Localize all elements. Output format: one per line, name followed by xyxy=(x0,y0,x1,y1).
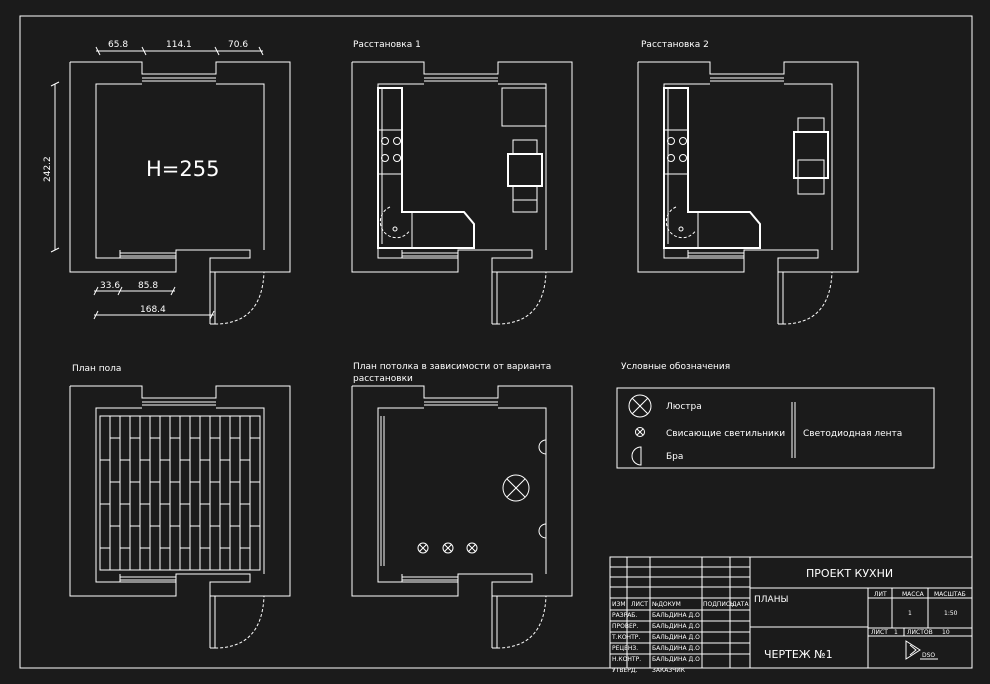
title-block: ИЗМ ЛИСТ №ДОКУМ ПОДПИСЬ ДАТА РАЗРАБ. БАЛЬ… xyxy=(609,556,973,674)
col-list: ЛИСТ xyxy=(631,601,648,608)
col-izm: ИЗМ xyxy=(612,601,626,608)
legend-box: Люстра Свисающие светильники Бра Светоди… xyxy=(616,387,935,469)
floor-plank-column xyxy=(119,415,131,571)
dim-side: 242.2 xyxy=(43,156,53,182)
lit-label: ЛИТ xyxy=(874,591,887,598)
floor-plank-column xyxy=(219,415,231,571)
dims-top: 65.8 114.1 70.6 xyxy=(95,40,264,56)
floor-plank-column xyxy=(239,415,251,571)
scale-value: 1:50 xyxy=(944,610,958,617)
floor-plank-column xyxy=(199,415,211,571)
scale-label: МАСШТАБ xyxy=(934,591,966,598)
title-role: Н.КОНТР. xyxy=(612,656,641,663)
sheet-label: ЛИСТ xyxy=(871,629,888,636)
floor-planks xyxy=(99,415,261,571)
dim-bottom-2: 85.8 xyxy=(138,281,158,291)
mass-value: 1 xyxy=(908,610,912,617)
floor-plank-column xyxy=(189,415,201,571)
legend-led: Светодиодная лента xyxy=(803,429,902,439)
pendant-icon xyxy=(635,427,645,437)
floor-plank-column xyxy=(149,415,161,571)
title-person: ЗАКАЗЧИК xyxy=(652,667,686,674)
project-title: ПРОЕКТ КУХНИ xyxy=(806,567,893,580)
legend-pendant: Свисающие светильники xyxy=(666,429,785,439)
logo-text: DSO xyxy=(922,652,935,659)
legend-sconce: Бра xyxy=(666,452,683,462)
title-role: УТВЕРД. xyxy=(612,667,638,674)
dim-bottom-3: 168.4 xyxy=(140,305,166,315)
dim-top-2: 114.1 xyxy=(166,40,192,50)
plan-layout-2 xyxy=(637,61,859,325)
col-date: ДАТА xyxy=(732,601,749,608)
floor-plank-column xyxy=(169,415,181,571)
plan-layout-1 xyxy=(351,61,573,325)
title-person: БАЛЬДИНА Д.О xyxy=(652,634,700,641)
layout-2-title: Расстановка 2 xyxy=(641,40,709,50)
ceiling-plan-title-2: расстановки xyxy=(353,374,413,384)
legend-chandelier: Люстра xyxy=(666,402,702,412)
dims-bottom: 33.6 85.8 168.4 xyxy=(93,281,215,320)
floor-plank-column xyxy=(179,415,191,571)
title-person: БАЛЬДИНА Д.О xyxy=(652,623,700,630)
sheets-label: ЛИСТОВ xyxy=(907,629,933,636)
plan-ceiling xyxy=(351,385,573,649)
sheets-value: 10 xyxy=(942,629,950,636)
floor-plank-column xyxy=(139,415,151,571)
floor-plank-column xyxy=(209,415,221,571)
floor-plank-column xyxy=(99,415,111,571)
dims-side: 242.2 xyxy=(43,81,60,253)
col-doc: №ДОКУМ xyxy=(652,601,681,608)
chandelier-icon xyxy=(628,394,652,418)
floor-plank-column xyxy=(249,415,261,571)
floor-plan-title: План пола xyxy=(72,364,121,374)
title-role: РАЗРАБ. xyxy=(612,612,637,619)
title-role: ПРОВЕР. xyxy=(612,623,638,630)
title-person: БАЛЬДИНА Д.О xyxy=(652,612,700,619)
floor-plank-column xyxy=(229,415,241,571)
height-label: H=255 xyxy=(146,157,219,181)
ceiling-plan-title-1: План потолка в зависимости от варианта xyxy=(353,362,551,372)
floor-plank-column xyxy=(159,415,171,571)
company-logo: DSO xyxy=(905,640,938,660)
sheet-frame xyxy=(19,15,973,669)
floor-plank-column xyxy=(109,415,121,571)
mass-label: МАССА xyxy=(902,591,925,598)
layout-1-title: Расстановка 1 xyxy=(353,40,421,50)
drawing-number: ЧЕРТЕЖ №1 xyxy=(764,648,833,661)
floor-plank-column xyxy=(129,415,141,571)
title-person: БАЛЬДИНА Д.О xyxy=(652,656,700,663)
title-person: БАЛЬДИНА Д.О xyxy=(652,645,700,652)
dim-top-3: 70.6 xyxy=(228,40,248,50)
legend-title: Условные обозначения xyxy=(621,362,730,372)
col-sign: ПОДПИСЬ xyxy=(703,601,734,608)
dim-top-1: 65.8 xyxy=(108,40,128,50)
sheet-value: 1 xyxy=(894,629,898,636)
dim-bottom-1: 33.6 xyxy=(100,281,120,291)
plan-floor xyxy=(69,385,291,649)
sheet-name: ПЛАНЫ xyxy=(754,595,788,605)
title-role: РЕЦЕНЗ. xyxy=(612,645,638,652)
title-role: Т.КОНТР. xyxy=(611,634,640,641)
sconce-icon xyxy=(631,446,642,466)
